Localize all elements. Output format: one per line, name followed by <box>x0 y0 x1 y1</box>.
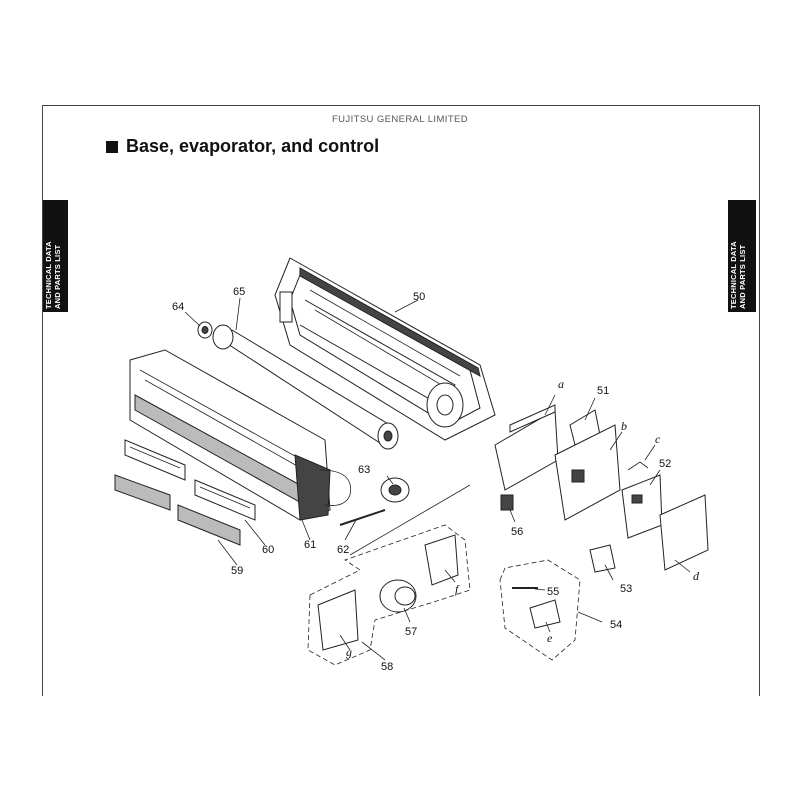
callout-56: 56 <box>511 526 523 538</box>
callout-62: 62 <box>337 544 349 556</box>
callout-53: 53 <box>620 583 632 595</box>
part-50-base-frame <box>274 257 496 441</box>
section-title: Base, evaporator, and control <box>106 136 379 157</box>
callout-f: f <box>455 582 460 596</box>
callout-g: g <box>346 645 352 659</box>
page-frame <box>42 105 760 696</box>
callout-52: 52 <box>659 458 671 470</box>
callout-b: b <box>621 419 627 433</box>
callout-61: 61 <box>304 539 316 551</box>
section-title-text: Base, evaporator, and control <box>126 136 380 156</box>
callout-57: 57 <box>405 626 417 638</box>
callout-54: 54 <box>610 619 622 631</box>
group-54-outline <box>499 559 581 661</box>
callout-58: 58 <box>381 661 393 673</box>
callout-c: c <box>655 432 661 446</box>
part-64-bearing <box>197 321 213 339</box>
leader-lines <box>184 297 691 661</box>
part-f-motor-bracket <box>424 534 459 586</box>
part-65-crossflow-fan <box>212 324 399 450</box>
callout-a: a <box>558 377 564 391</box>
part-61-evaporator <box>129 349 352 521</box>
callout-50: 50 <box>413 291 425 303</box>
part-52-display-pcb <box>621 474 663 539</box>
callout-51: 51 <box>597 385 609 397</box>
callout-64: 64 <box>172 301 184 313</box>
part-e-bracket <box>529 599 561 629</box>
part-a-control-box <box>494 404 559 491</box>
part-59-air-filter <box>114 474 241 546</box>
part-62-thermistor <box>339 509 386 526</box>
part-g-motor-cover <box>317 589 359 651</box>
company-header: FUJITSU GENERAL LIMITED <box>331 114 469 125</box>
part-d-cover <box>659 494 709 571</box>
part-56-connector <box>500 494 514 511</box>
part-63-motor-holder <box>380 477 410 503</box>
part-57-fan-motor <box>379 579 417 613</box>
callout-63: 63 <box>358 464 370 476</box>
callout-55: 55 <box>547 586 559 598</box>
part-60-filter-frame <box>124 439 256 521</box>
part-b-pcb <box>554 424 621 521</box>
title-bullet-square <box>106 141 118 153</box>
callout-60: 60 <box>262 544 274 556</box>
callout-e: e <box>547 631 553 645</box>
group-58-outline <box>307 524 471 666</box>
callout-d: d <box>693 569 700 583</box>
callout-65: 65 <box>233 286 245 298</box>
callout-59: 59 <box>231 565 243 577</box>
part-c-wire <box>627 461 649 471</box>
part-53-bracket <box>589 544 616 573</box>
